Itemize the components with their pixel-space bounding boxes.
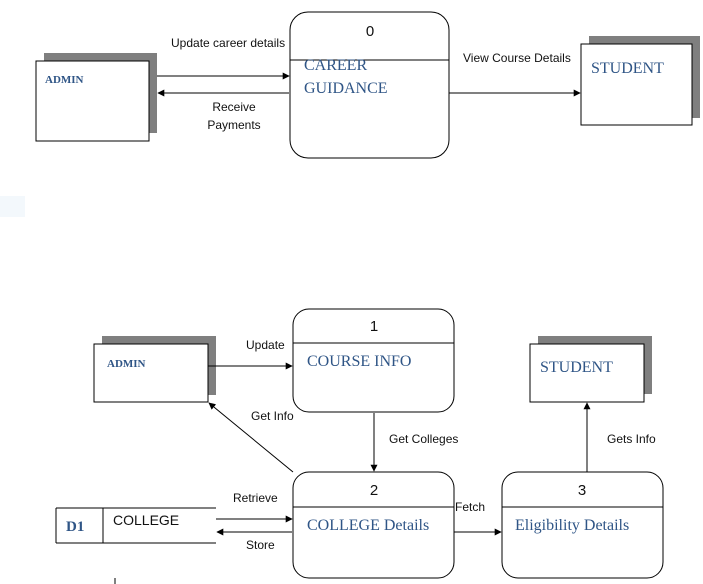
flow-update-career-label: Update career details xyxy=(171,36,285,50)
datastore-id: D1 xyxy=(66,519,84,535)
flow-update-label: Update xyxy=(246,338,285,352)
level0-process-0: 0 CAREER GUIDANCE xyxy=(289,11,450,159)
level0-admin-entity: ADMIN xyxy=(35,53,157,142)
process-3-number: 3 xyxy=(578,482,586,499)
level0-admin-label: ADMIN xyxy=(45,74,84,86)
flow-get-info-label: Get Info xyxy=(251,409,294,423)
level0-student-label: STUDENT xyxy=(591,60,664,77)
flow-get-info-arrow xyxy=(208,402,294,473)
level1-process-1: 1 COURSE INFO xyxy=(292,308,455,413)
flow-receive-label-line1: Receive xyxy=(212,100,256,114)
datastore-d1: D1 COLLEGE xyxy=(55,507,216,544)
student2-box xyxy=(529,343,645,403)
level1-admin-label: ADMIN xyxy=(107,358,146,370)
process-0-name-line1: CAREER xyxy=(304,57,367,74)
level1-admin-entity: ADMIN xyxy=(93,336,216,403)
process-2-number: 2 xyxy=(370,482,378,499)
process-0-number: 0 xyxy=(366,23,374,40)
level1-process-3: 3 Eligibility Details xyxy=(501,471,664,579)
student-box xyxy=(580,43,693,126)
process-1-box xyxy=(292,308,455,413)
flow-receive-label-line2: Payments xyxy=(207,118,260,132)
flow-fetch-label: Fetch xyxy=(455,500,485,514)
level0-student-entity: STUDENT xyxy=(580,36,700,126)
level1-student-label: STUDENT xyxy=(540,359,613,376)
process-0-name-line2: GUIDANCE xyxy=(304,80,388,97)
process-2-box xyxy=(292,471,455,579)
flow-gets-info-label: Gets Info xyxy=(607,432,656,446)
process-2-name: COLLEGE Details xyxy=(307,517,429,534)
process-0-box xyxy=(289,11,450,159)
flow-get-colleges-label: Get Colleges xyxy=(389,432,458,446)
flow-store-label: Store xyxy=(246,538,275,552)
flow-retrieve-label: Retrieve xyxy=(233,491,278,505)
process-3-box xyxy=(501,471,664,579)
datastore-name: COLLEGE xyxy=(113,512,179,528)
admin-box xyxy=(35,60,150,142)
process-1-number: 1 xyxy=(370,318,378,335)
admin2-box xyxy=(93,343,209,403)
level1-process-2: 2 COLLEGE Details xyxy=(292,471,455,579)
faint-artifact xyxy=(0,196,25,217)
process-1-name: COURSE INFO xyxy=(307,353,411,370)
flow-view-course-label: View Course Details xyxy=(463,51,571,65)
process-3-name: Eligibility Details xyxy=(515,517,629,534)
level1-student-entity: STUDENT xyxy=(529,336,652,403)
